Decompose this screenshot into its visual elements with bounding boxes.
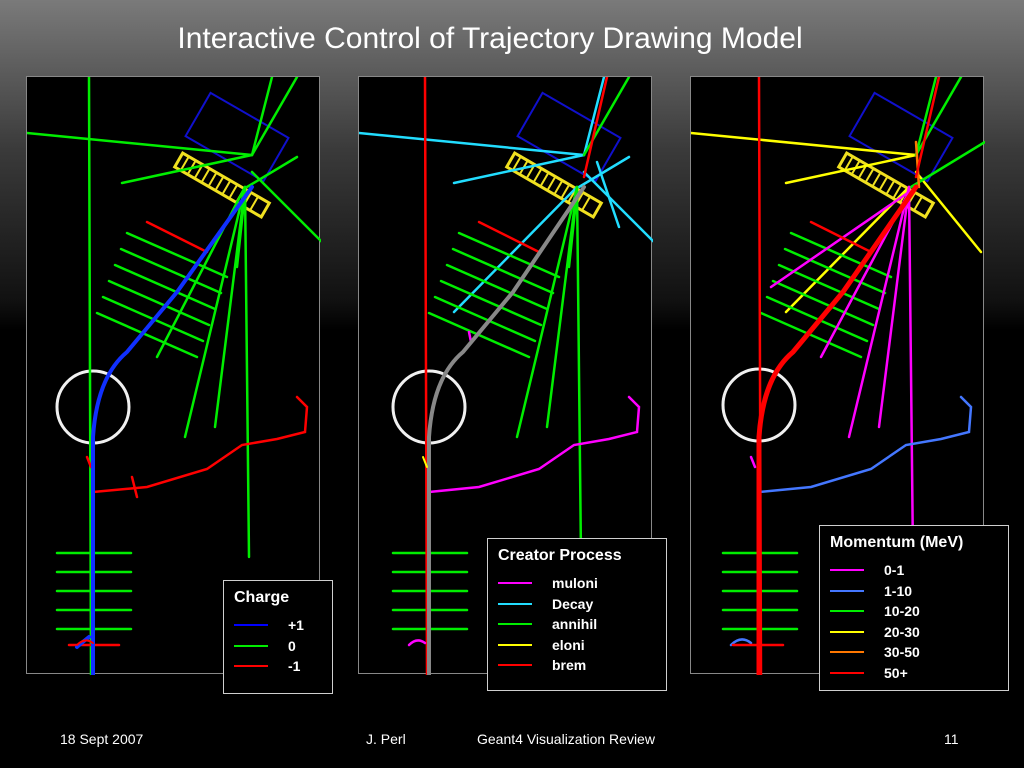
legend-item: muloni [498,573,656,594]
legend-label: muloni [552,575,598,592]
legend-label: brem [552,657,587,674]
legend-label: -1 [288,658,301,675]
legend-momentum: Momentum (MeV) 0-1 1-10 10-20 20-30 30-5… [819,525,1009,691]
legend-item: 1-10 [830,581,998,602]
legend-swatch [498,602,532,605]
legend-label: 20-30 [884,623,920,640]
legend-item: 0-1 [830,560,998,581]
footer-date: 18 Sept 2007 [60,731,144,747]
legend-charge-title: Charge [234,589,290,606]
legend-swatch [830,651,864,654]
trajectory-panel-momentum: Momentum (MeV) 0-1 1-10 10-20 20-30 30-5… [690,76,1009,691]
footer-page-number: 11 [944,731,959,747]
legend-label: eloni [552,636,585,653]
legend-label: annihil [552,616,598,633]
legend-item: 20-30 [830,622,998,643]
trajectory-drawing-momentum [691,77,985,675]
trajectory-drawing-charge [27,77,321,675]
footer-event: Geant4 Visualization Review [477,731,655,747]
legend-label: 50+ [884,664,908,681]
legend-item: -1 [234,656,322,677]
legend-label: 1-10 [884,582,913,599]
legend-item: Decay [498,594,656,615]
legend-item: 50+ [830,663,998,684]
legend-swatch [234,624,268,627]
legend-swatch [830,589,864,592]
legend-item: 0 [234,636,322,657]
legend-creator-title: Creator Process [498,547,622,564]
footer-author: J. Perl [366,731,406,747]
legend-label: 0 [288,637,296,654]
legend-swatch [498,582,532,585]
legend-label: +1 [288,617,304,634]
trajectory-panel-charge: Charge +1 0 -1 [26,76,333,694]
legend-swatch [830,569,864,572]
slide-title: Interactive Control of Trajectory Drawin… [177,22,803,55]
legend-swatch [498,664,532,667]
legend-item: +1 [234,615,322,636]
legend-item: 30-50 [830,642,998,663]
legend-momentum-title: Momentum (MeV) [830,534,964,551]
legend-creator-process: Creator Process muloni Decay annihil elo… [487,538,667,691]
legend-item: eloni [498,635,656,656]
legend-label: 10-20 [884,603,920,620]
legend-swatch [498,623,532,626]
legend-swatch [830,630,864,633]
legend-charge: Charge +1 0 -1 [223,580,333,694]
legend-label: 0-1 [884,562,905,579]
legend-item: 10-20 [830,601,998,622]
trajectory-panel-creator: Creator Process muloni Decay annihil elo… [358,76,667,691]
legend-item: brem [498,655,656,676]
legend-swatch [234,644,268,647]
trajectory-drawing-creator [359,77,653,675]
legend-swatch [830,610,864,613]
legend-swatch [234,665,268,668]
legend-swatch [498,643,532,646]
legend-label: Decay [552,595,594,612]
legend-label: 30-50 [884,644,920,661]
legend-item: annihil [498,614,656,635]
legend-swatch [830,671,864,674]
